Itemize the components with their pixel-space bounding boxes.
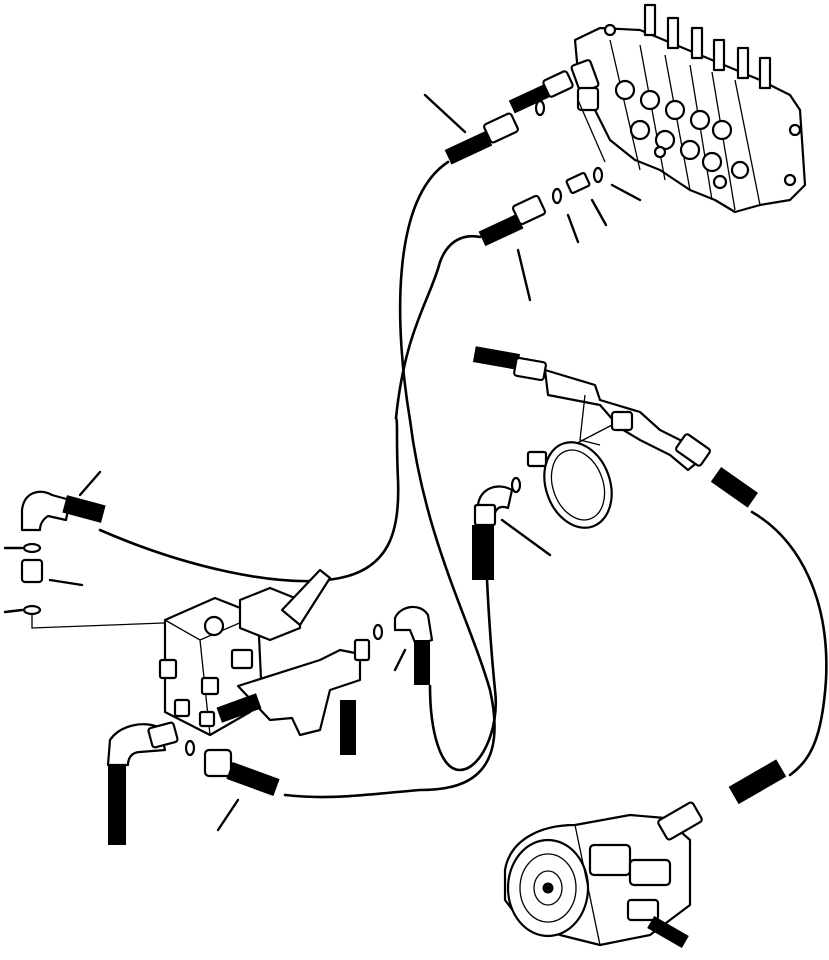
hydraulic-pump-icon <box>503 759 787 949</box>
o-ring-icon <box>510 476 522 494</box>
left-elbow-stack <box>20 490 191 629</box>
o-ring-icon <box>592 166 604 184</box>
o-ring-icon <box>22 542 42 554</box>
valve-block-icon <box>158 568 384 755</box>
valve-port-fittings <box>444 70 606 247</box>
elbow-fitting-icon <box>393 605 434 685</box>
callout-leaders <box>3 93 642 832</box>
hose-lines <box>98 160 828 799</box>
hose-left-elbow <box>98 416 400 583</box>
hose-valve-to-left-elbow <box>394 234 482 420</box>
hose-tee-to-pump <box>750 510 828 777</box>
control-valve-icon <box>570 3 807 214</box>
o-ring-icon <box>184 739 196 757</box>
adapter-icon <box>565 171 591 195</box>
hose-mid-loop <box>428 578 498 772</box>
tee-fitting-icon <box>472 346 759 508</box>
hose-valve-to-lower-fitting <box>283 160 496 799</box>
adapter-icon <box>20 558 44 584</box>
o-ring-icon <box>551 187 563 205</box>
o-ring-icon <box>534 99 546 117</box>
o-ring-icon <box>372 623 384 641</box>
lower-left-elbow <box>106 721 280 845</box>
elbow-fitting-icon <box>472 476 522 580</box>
hose-end-upper <box>508 84 550 114</box>
o-ring-icon <box>22 604 42 616</box>
hose-clamp-icon <box>526 441 613 529</box>
